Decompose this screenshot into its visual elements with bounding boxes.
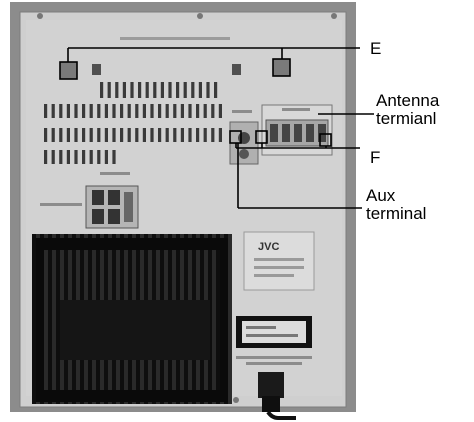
vent-slot (176, 82, 180, 98)
vent-slot (104, 128, 108, 142)
screw-icon (197, 13, 203, 19)
vent-slot (89, 104, 93, 118)
vent-slot (59, 128, 63, 142)
vent-slot (142, 128, 146, 142)
vent-slot (165, 128, 169, 142)
vent-slot (145, 82, 149, 98)
label-f: F (370, 148, 381, 167)
vent-slot (82, 104, 86, 118)
speaker-terminals (40, 172, 139, 229)
vent-slot (218, 104, 222, 118)
vent-slot (122, 82, 126, 98)
brand-logo: JVC (258, 241, 279, 253)
vent-slot (112, 104, 116, 118)
vent-slot (173, 104, 177, 118)
vent-slot (191, 82, 195, 98)
vent-slot (44, 104, 48, 118)
rating-label: JVC (243, 231, 315, 291)
vent-slot (104, 104, 108, 118)
vent-slot (59, 150, 63, 164)
vent-slot (206, 82, 210, 98)
mounting-hole-right (272, 58, 291, 77)
vent-slot (211, 128, 215, 142)
vent-slot (59, 104, 63, 118)
vent-slot (153, 82, 157, 98)
vent-slot (127, 104, 131, 118)
vent-slot (82, 128, 86, 142)
vent-slot (66, 104, 70, 118)
vent-slot (89, 150, 93, 164)
vent-slot (120, 128, 124, 142)
heatsink (32, 234, 232, 404)
vent-slot (51, 128, 55, 142)
vent-slot (188, 104, 192, 118)
vent-slot (180, 104, 184, 118)
vent-slot (165, 104, 169, 118)
label-antenna-terminal: Antenna termianl (376, 91, 440, 128)
vent-slot (218, 128, 222, 142)
vent-slot (188, 128, 192, 142)
vent-slot (203, 128, 207, 142)
vent-slot (203, 104, 207, 118)
vent-slot (196, 104, 200, 118)
vent-slot (89, 128, 93, 142)
vent-slot (97, 128, 101, 142)
callout-lines (67, 47, 374, 209)
vent-slot (138, 82, 142, 98)
mounting-hole-left (59, 61, 78, 80)
vent-slot (196, 128, 200, 142)
vent-slot (135, 104, 139, 118)
vent-slot (120, 104, 124, 118)
vent-slot (97, 150, 101, 164)
vent-slot (44, 128, 48, 142)
vent-slot (97, 104, 101, 118)
vent-slot (158, 128, 162, 142)
vent-slot (135, 128, 139, 142)
vent-slot (211, 104, 215, 118)
vent-slot (150, 128, 154, 142)
vent-slot (158, 104, 162, 118)
vent-slot (183, 82, 187, 98)
vent-slot (112, 128, 116, 142)
aux-terminal (229, 110, 259, 165)
screw-icon (331, 13, 337, 19)
vent-slot (44, 150, 48, 164)
screw-icon (233, 397, 239, 403)
vent-slot (173, 128, 177, 142)
vent-slot (66, 128, 70, 142)
vent-slot (51, 150, 55, 164)
vent-slot (100, 82, 104, 98)
vent-slot (127, 128, 131, 142)
screw-icon (37, 13, 43, 19)
label-aux-terminal: Aux terminal (366, 186, 427, 223)
vent-slot (160, 82, 164, 98)
vent-slot (180, 128, 184, 142)
label-e: E (370, 39, 382, 58)
vent-slot (142, 104, 146, 118)
vent-slot (130, 82, 134, 98)
vent-slot (74, 150, 78, 164)
vent-slot (214, 82, 218, 98)
vent-slot (150, 104, 154, 118)
vent-slot (104, 150, 108, 164)
vent-slot (198, 82, 202, 98)
vent-slot (112, 150, 116, 164)
power-cord (258, 372, 296, 420)
vent-slot (107, 82, 111, 98)
vent-slot (66, 150, 70, 164)
voltage-label (236, 316, 312, 348)
vent-slot (74, 104, 78, 118)
vent-slot (168, 82, 172, 98)
vent-slot (82, 150, 86, 164)
vent-slot (115, 82, 119, 98)
vent-slot (74, 128, 78, 142)
vent-slot (51, 104, 55, 118)
vent-slots (44, 82, 222, 164)
